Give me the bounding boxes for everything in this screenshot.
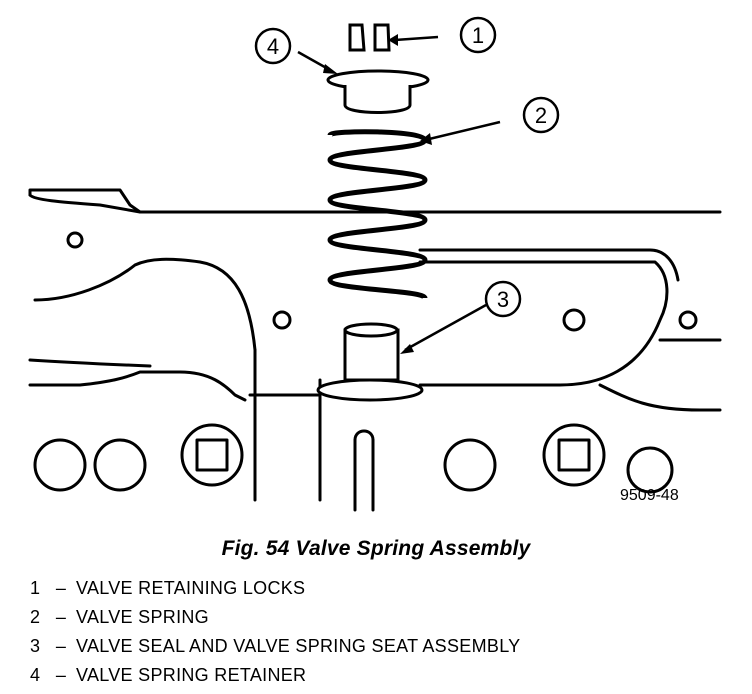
callout-1: 1 xyxy=(388,16,497,54)
callout-2: 2 xyxy=(420,96,560,145)
valve-seal-and-spring-seat xyxy=(316,322,424,402)
parts-legend: 1–VALVE RETAINING LOCKS 2–VALVE SPRING 3… xyxy=(30,574,520,690)
callout-4-number: 4 xyxy=(267,34,279,59)
legend-item: 2–VALVE SPRING xyxy=(30,607,209,627)
figure-reference-code: 9509-48 xyxy=(620,487,679,504)
valve-spring-retainer xyxy=(326,69,430,114)
legend-item: 3–VALVE SEAL AND VALVE SPRING SEAT ASSEM… xyxy=(30,636,521,656)
lifter-bosses xyxy=(33,423,674,494)
callout-2-number: 2 xyxy=(535,103,547,128)
legend-item: 1–VALVE RETAINING LOCKS xyxy=(30,578,306,598)
callout-3: 3 xyxy=(400,280,522,354)
callout-4: 4 xyxy=(254,27,338,74)
cylinder-head xyxy=(28,188,722,502)
callout-1-number: 1 xyxy=(472,23,484,48)
valve-spring-diagram: 1 2 3 4 9509-48 xyxy=(28,16,722,512)
legend-item: 4–VALVE SPRING RETAINER xyxy=(30,665,307,685)
pushrod xyxy=(353,429,375,512)
callout-3-number: 3 xyxy=(497,287,509,312)
figure-caption: Fig. 54 Valve Spring Assembly xyxy=(221,537,531,560)
valve-retaining-locks xyxy=(348,23,391,52)
valve-spring xyxy=(327,129,428,301)
head-bolt-bosses xyxy=(66,231,698,332)
